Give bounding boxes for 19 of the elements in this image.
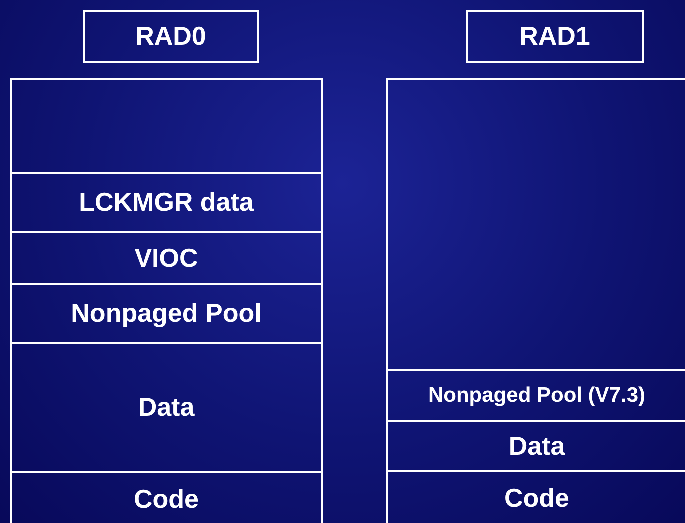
header-box: [83, 10, 259, 63]
header-label: RAD1: [520, 21, 590, 52]
memory-segment: [10, 172, 323, 233]
segment-label: Data: [508, 430, 566, 462]
memory-segment: [10, 471, 323, 523]
segment-label: Code: [134, 484, 199, 514]
header-box: [466, 10, 644, 63]
memory-segment: [10, 231, 323, 285]
segment-label: Nonpaged Pool: [71, 298, 262, 329]
segment-label: Code: [504, 483, 570, 514]
segment-label: Nonpaged Pool (V7.3): [428, 384, 646, 408]
header-label: RAD0: [136, 21, 206, 52]
memory-segment: [10, 78, 323, 174]
memory-segment: [386, 78, 685, 371]
segment-label: VIOC: [134, 242, 198, 274]
segment-label: Data: [138, 392, 195, 423]
memory-segment: [10, 342, 323, 473]
memory-segment: [10, 283, 323, 344]
segment-label: LCKMGR data: [79, 187, 254, 218]
